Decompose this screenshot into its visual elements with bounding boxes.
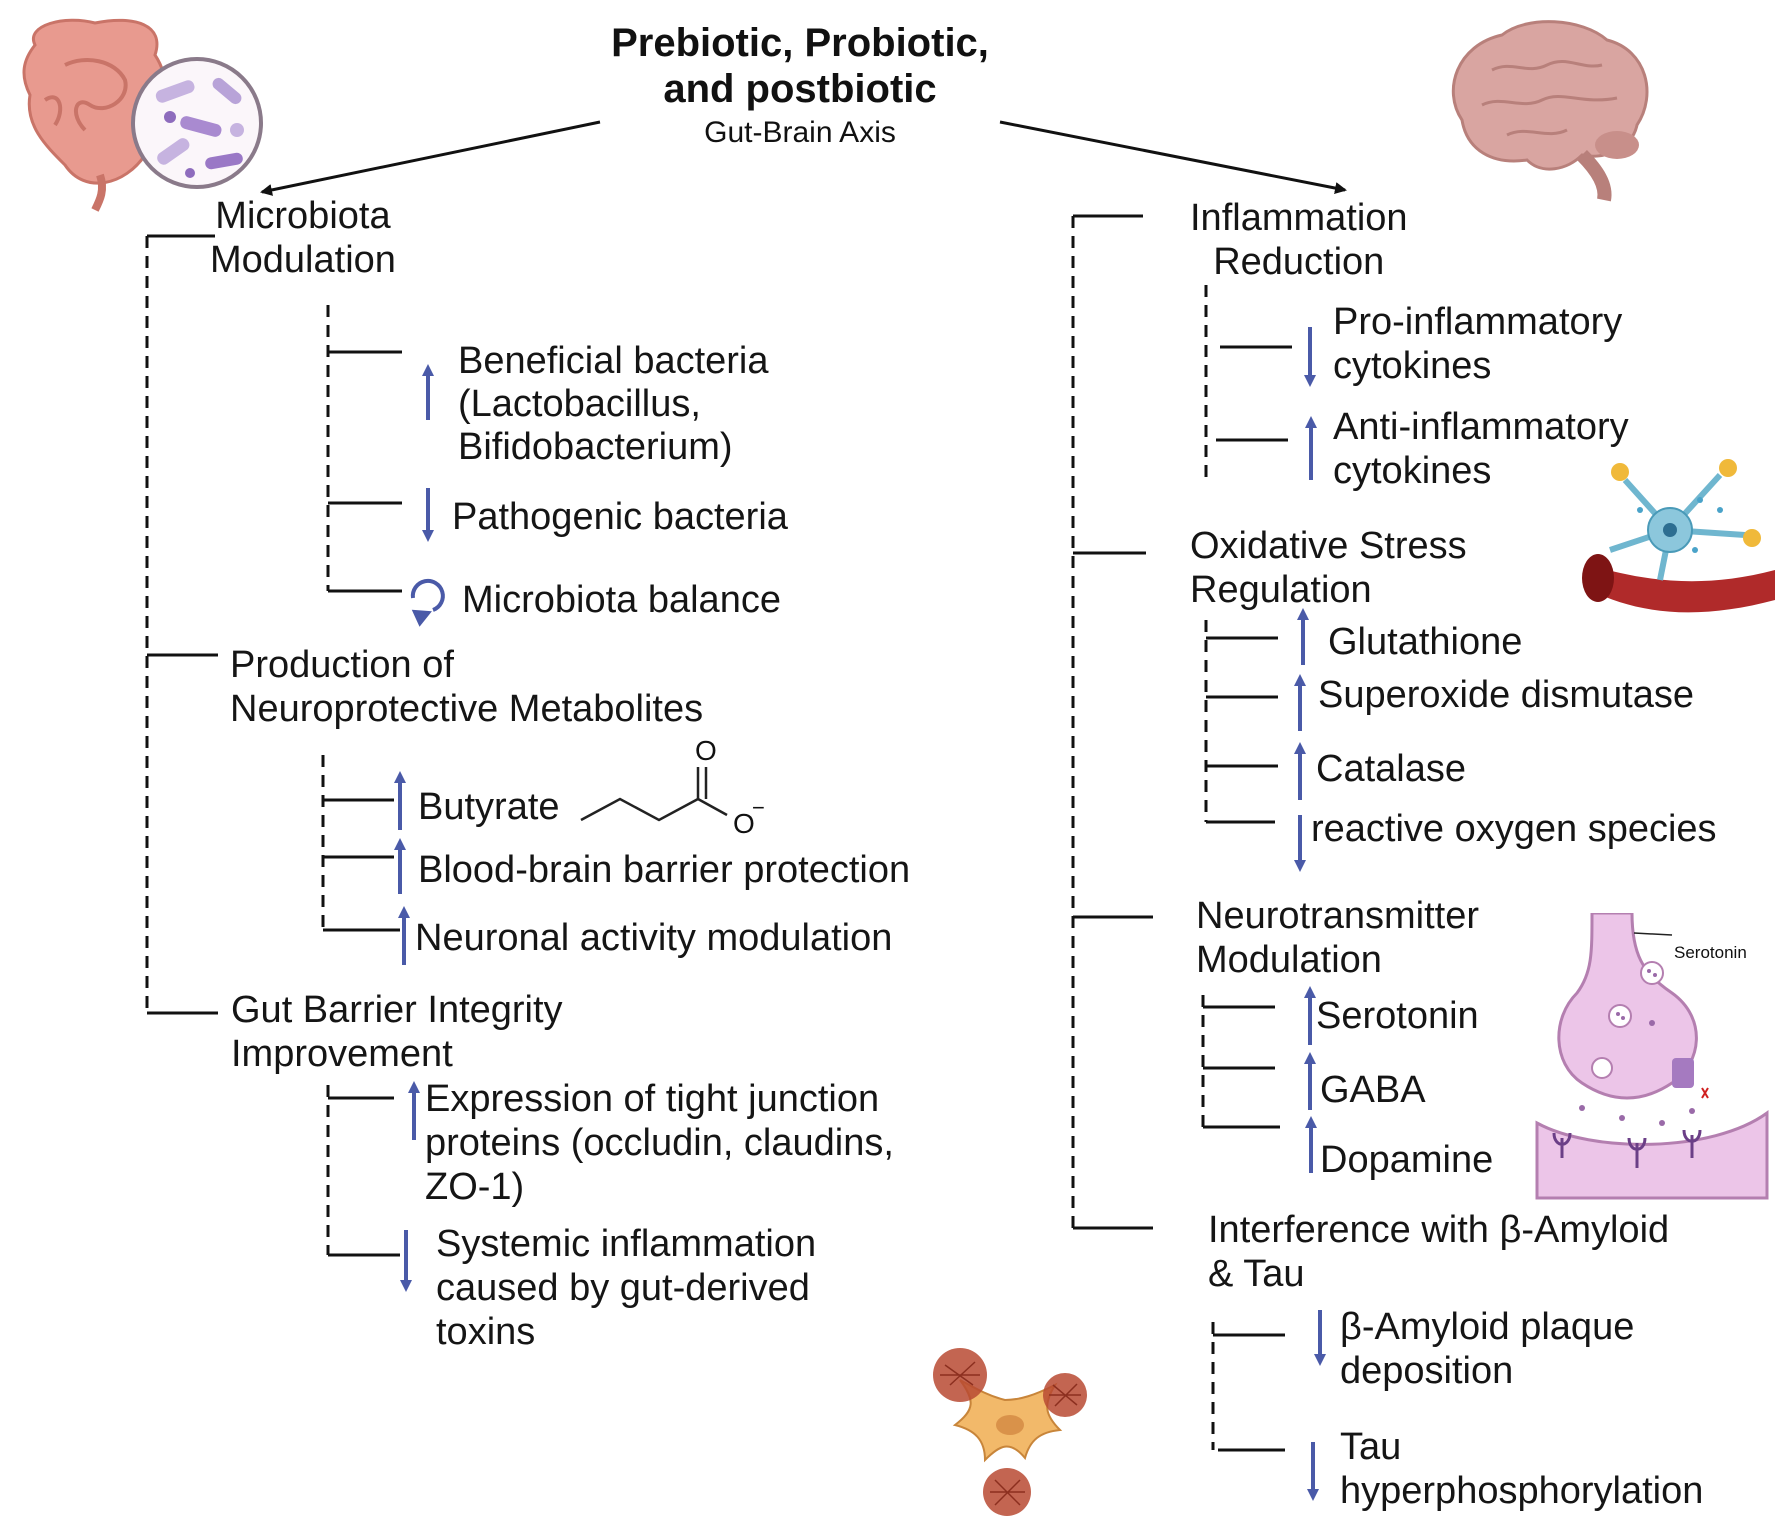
intestine-illustration [22,18,263,212]
butyrate-charge: − [752,795,765,820]
item-bbb-protection: Blood-brain barrier protection [418,849,911,891]
item-gaba: GABA [1320,1069,1426,1111]
item-line: Systemic inflammation [436,1223,817,1265]
diagram-subtitle: Gut-Brain Axis [704,116,896,149]
amyloid-heading: Interference with β-Amyloid & Tau [1208,1208,1669,1296]
item-line: caused by gut-derived [436,1267,810,1309]
item-line: cytokines [1333,450,1492,492]
amyloid-neuron-illustration [933,1348,1087,1516]
neurotransmitter-heading: Neurotransmitter Modulation [1196,894,1479,982]
item-line: hyperphosphorylation [1340,1470,1704,1512]
item-line: proteins (occludin, claudins, [425,1122,894,1164]
reuptake-transporter [1672,1058,1694,1088]
butyrate-oxide: O [733,808,755,839]
item-serotonin: Serotonin [1316,995,1479,1037]
item-amyloid-plaque: β-Amyloid plaque deposition [1340,1305,1634,1393]
item-tight-junction: Expression of tight junction proteins (o… [425,1077,894,1209]
item-line: Expression of tight junction [425,1078,880,1120]
balance-icon [410,578,445,612]
heading-line: Gut Barrier Integrity [231,989,563,1031]
heading-line: Oxidative Stress [1190,525,1467,567]
synapse-illustration [1535,913,1769,1200]
barrier-heading: Gut Barrier Integrity Improvement [231,988,563,1076]
butyrate-oxygen: O [695,735,717,766]
heading-line: Improvement [231,1033,453,1075]
post-synaptic-membrane [1535,1110,1769,1200]
brain-illustration [1451,20,1649,202]
item-beneficial-bacteria: Beneficial bacteria (Lactobacillus, Bifi… [458,340,769,469]
item-butyrate: Butyrate [418,786,560,828]
microbiota-heading: Microbiota Modulation [210,194,396,282]
butyrate-structure [580,767,728,822]
item-catalase: Catalase [1316,748,1466,790]
heading-line: Reduction [1213,241,1385,283]
neuron-vessel-illustration [1582,459,1775,613]
item-line: ZO-1) [425,1166,525,1208]
item-tau: Tau hyperphosphorylation [1340,1425,1703,1513]
heading-line: Modulation [210,239,396,281]
heading-line: Microbiota [215,195,391,237]
heading-line: Interference with β-Amyloid [1208,1209,1670,1251]
intestine-icon [22,18,168,212]
brain-icon [1451,20,1649,202]
main-arrow-left [260,120,601,196]
item-microbiota-balance: Microbiota balance [462,579,781,621]
item-line: deposition [1340,1350,1514,1392]
item-systemic-inflammation: Systemic inflammation caused by gut-deri… [436,1222,816,1354]
heading-line: & Tau [1208,1253,1305,1295]
item-line: Pro-inflammatory [1333,301,1623,343]
item-line: Anti-inflammatory [1333,406,1629,448]
item-glutathione: Glutathione [1328,621,1523,663]
blood-vessel-icon [1582,554,1775,613]
item-line: Beneficial bacteria [458,340,769,382]
metabolites-heading: Production of Neuroprotective Metabolite… [230,643,703,731]
item-line: (Lactobacillus, [458,383,701,425]
bacteria-icon [131,57,263,189]
item-line: cytokines [1333,345,1492,387]
synapse-serotonin-label: Serotonin [1674,943,1747,962]
item-superoxide-dismutase: Superoxide dismutase [1318,674,1694,716]
item-line: toxins [436,1311,536,1353]
heading-line: Neuroprotective Metabolites [230,688,704,730]
item-pro-inflammatory: Pro-inflammatory cytokines [1333,300,1622,388]
heading-line: Neurotransmitter [1196,895,1479,937]
item-reactive-oxygen: reactive oxygen species [1311,808,1717,850]
diagram-title: Prebiotic, Probiotic, and postbiotic [560,20,1040,112]
item-line: Tau [1340,1426,1402,1468]
item-dopamine: Dopamine [1320,1139,1494,1181]
item-anti-inflammatory: Anti-inflammatory cytokines [1333,405,1629,493]
title-line-1: Prebiotic, Probiotic, [611,21,989,65]
item-line: β-Amyloid plaque [1340,1306,1635,1348]
title-line-2: and postbiotic [663,67,937,111]
heading-line: Inflammation [1190,197,1408,239]
item-line: Bifidobacterium) [458,426,733,468]
item-pathogenic-bacteria: Pathogenic bacteria [452,496,788,538]
oxidative-heading: Oxidative Stress Regulation [1190,524,1467,612]
heading-line: Regulation [1190,569,1372,611]
heading-line: Production of [230,644,454,686]
inflammation-heading: Inflammation Reduction [1190,196,1408,284]
main-arrow-right [999,120,1347,194]
heading-line: Modulation [1196,939,1382,981]
item-neuronal-activity: Neuronal activity modulation [415,917,893,959]
pre-synaptic-terminal [1557,913,1698,1100]
